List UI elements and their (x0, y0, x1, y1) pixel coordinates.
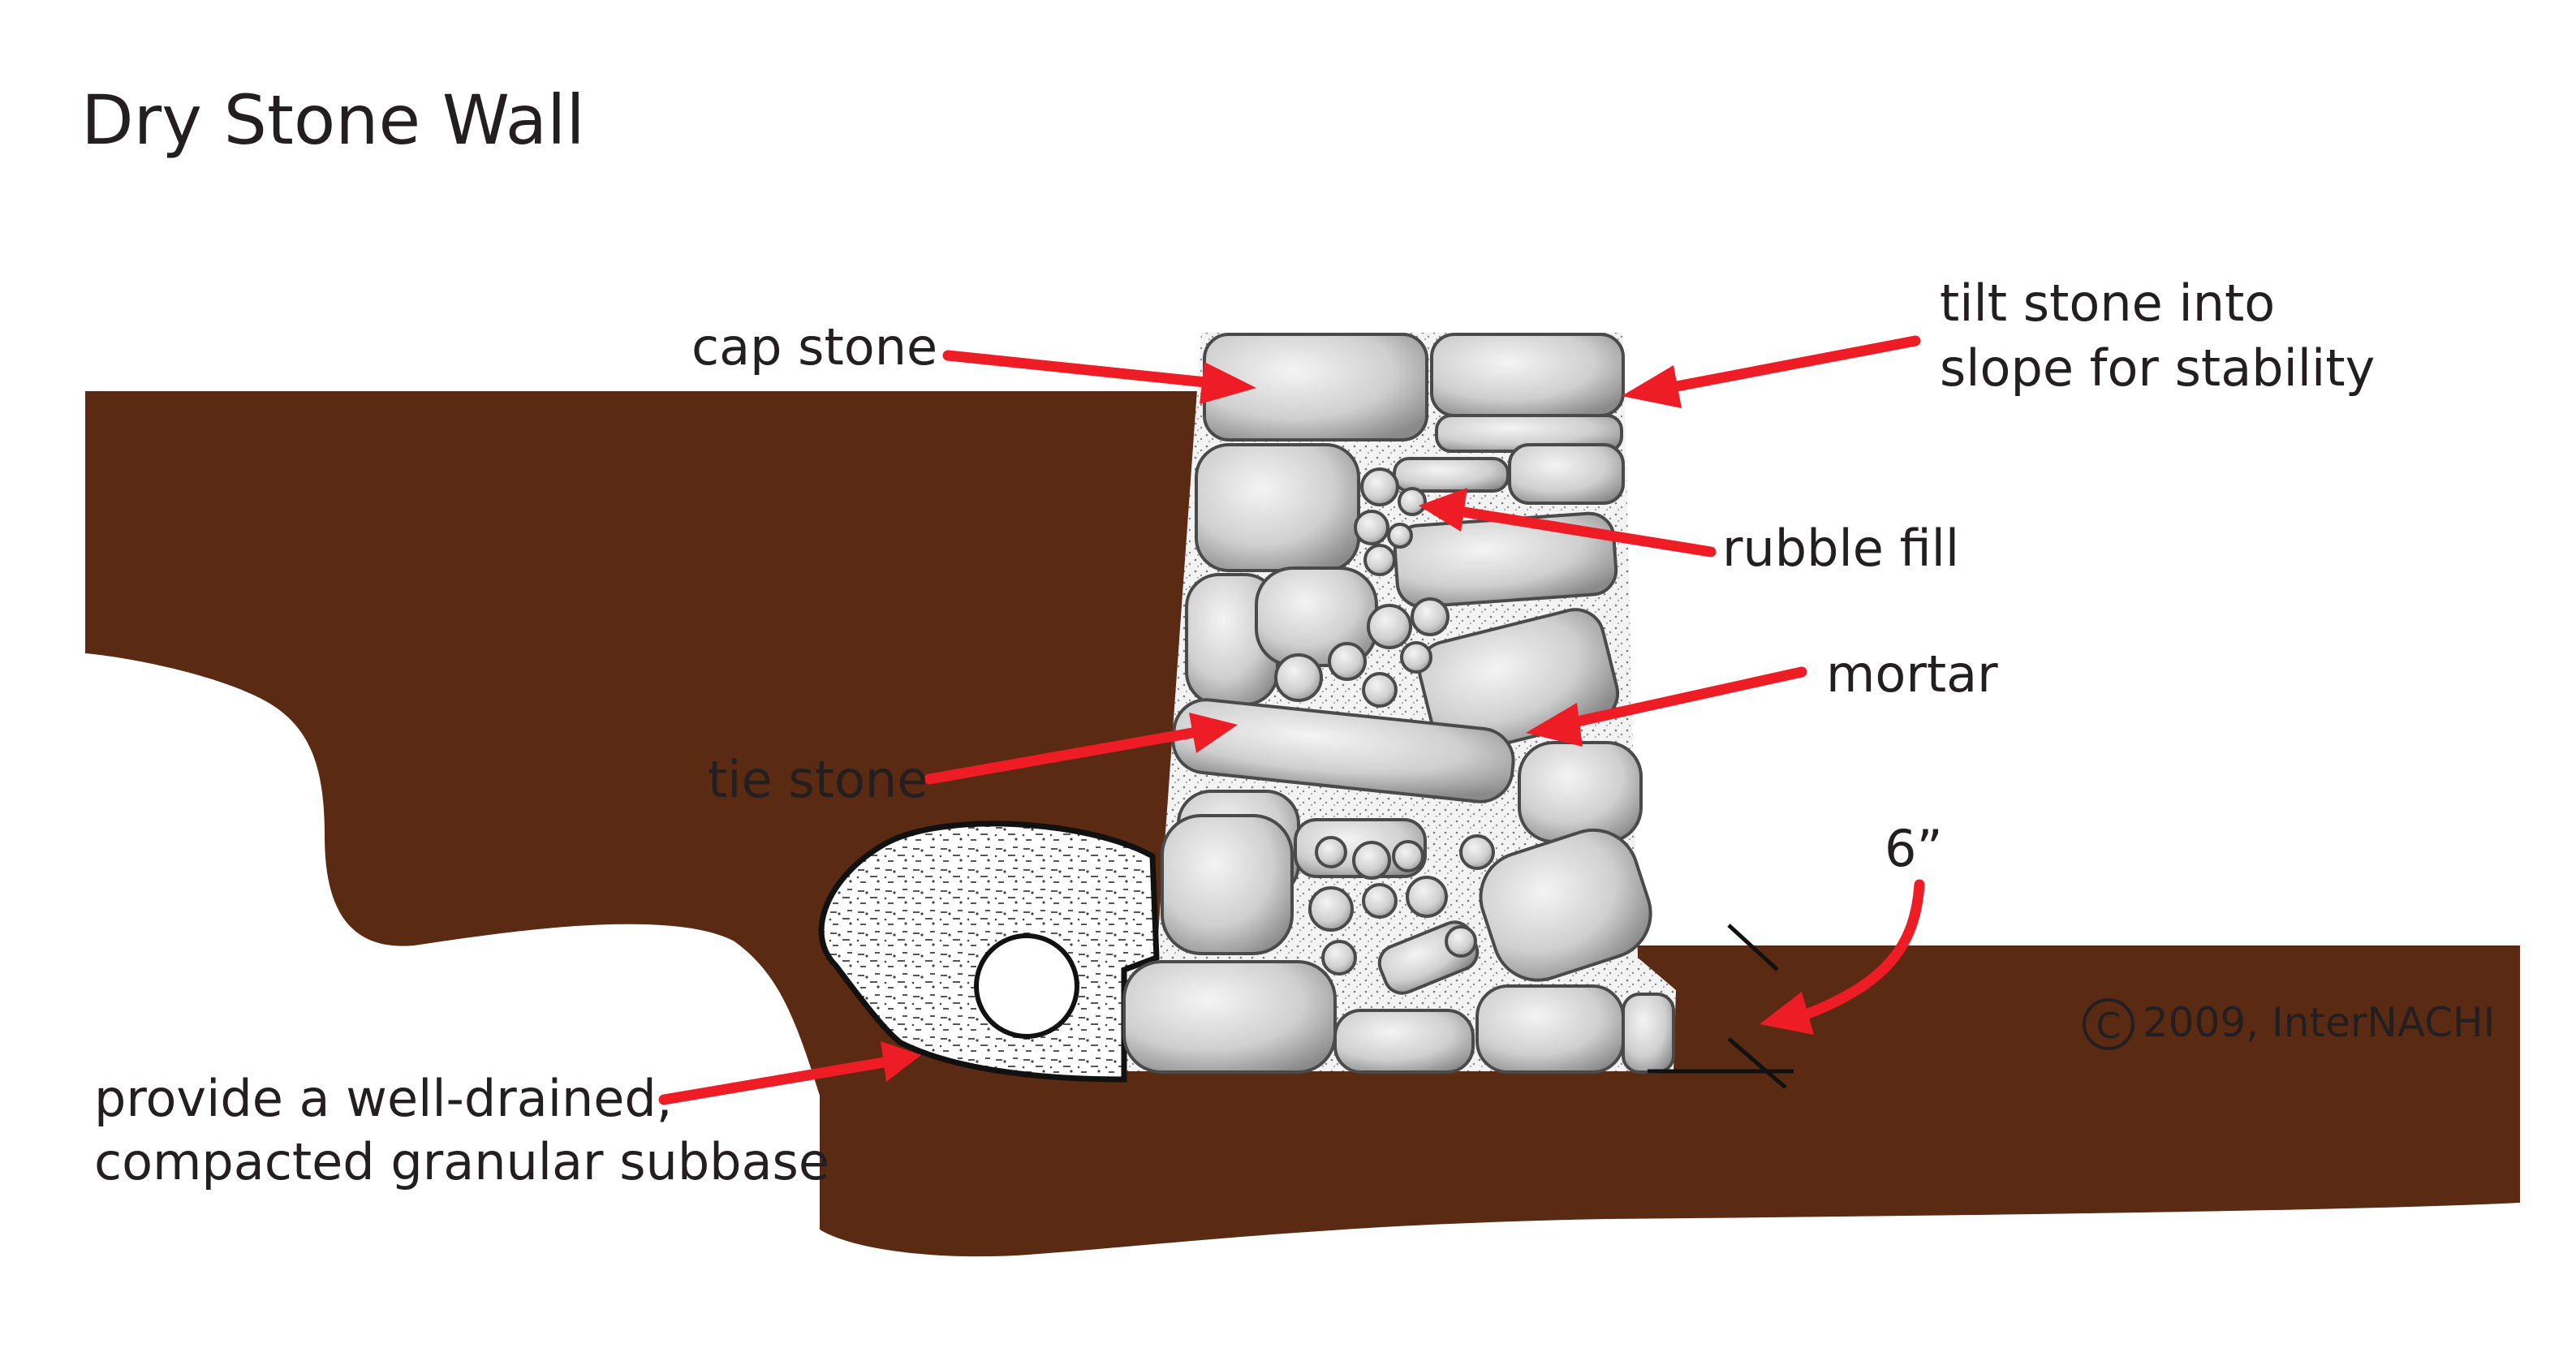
base-stone (1122, 960, 1337, 1074)
drain-pipe (974, 933, 1079, 1039)
diagram-title: Dry Stone Wall (81, 80, 585, 160)
wall-stone (1195, 443, 1360, 572)
soil-backfill (85, 391, 2520, 1257)
depth-dimension-marks (1648, 924, 1794, 1089)
tie-stone-arrow (924, 713, 1238, 785)
label-tilt-stone-line2: slope for stability (1940, 338, 2376, 398)
wall-stone (1479, 828, 1652, 982)
wall-stone (1393, 457, 1510, 493)
rubble-fill-pebbles (1274, 467, 1495, 976)
subbase-arrow (658, 1041, 921, 1105)
label-subbase-line1: provide a well-drained, (94, 1069, 673, 1128)
depth-arrow (1760, 879, 1925, 1035)
label-tilt-stone-line1: tilt stone into (1940, 273, 2276, 333)
wall-stone (1518, 741, 1643, 843)
copyright-symbol: C (2096, 1006, 2122, 1047)
base-stone (1622, 993, 1675, 1074)
copyright-circle (2083, 998, 2134, 1050)
label-subbase-line2: compacted granular subbase (94, 1132, 829, 1191)
label-mortar: mortar (1826, 644, 1998, 704)
wall-stone (1161, 814, 1294, 955)
copyright-text: 2009, InterNACHI (2143, 999, 2496, 1046)
label-cap-stone: cap stone (691, 317, 938, 377)
base-stone (1475, 984, 1625, 1074)
label-rubble-fill: rubble fill (1722, 519, 1960, 578)
label-tie-stone: tie stone (708, 750, 928, 809)
cap-stone-right (1430, 333, 1625, 417)
label-depth: 6” (1885, 819, 1943, 878)
tilt-stone-arrow (1622, 335, 1921, 408)
base-stone (1333, 1009, 1475, 1074)
rubble-fill-arrow (1419, 488, 1717, 558)
mortar-arrow (1526, 666, 1807, 747)
callout-arrows (658, 335, 1925, 1105)
cap-stone-arrow (942, 350, 1256, 404)
wall-stone (1508, 443, 1625, 505)
